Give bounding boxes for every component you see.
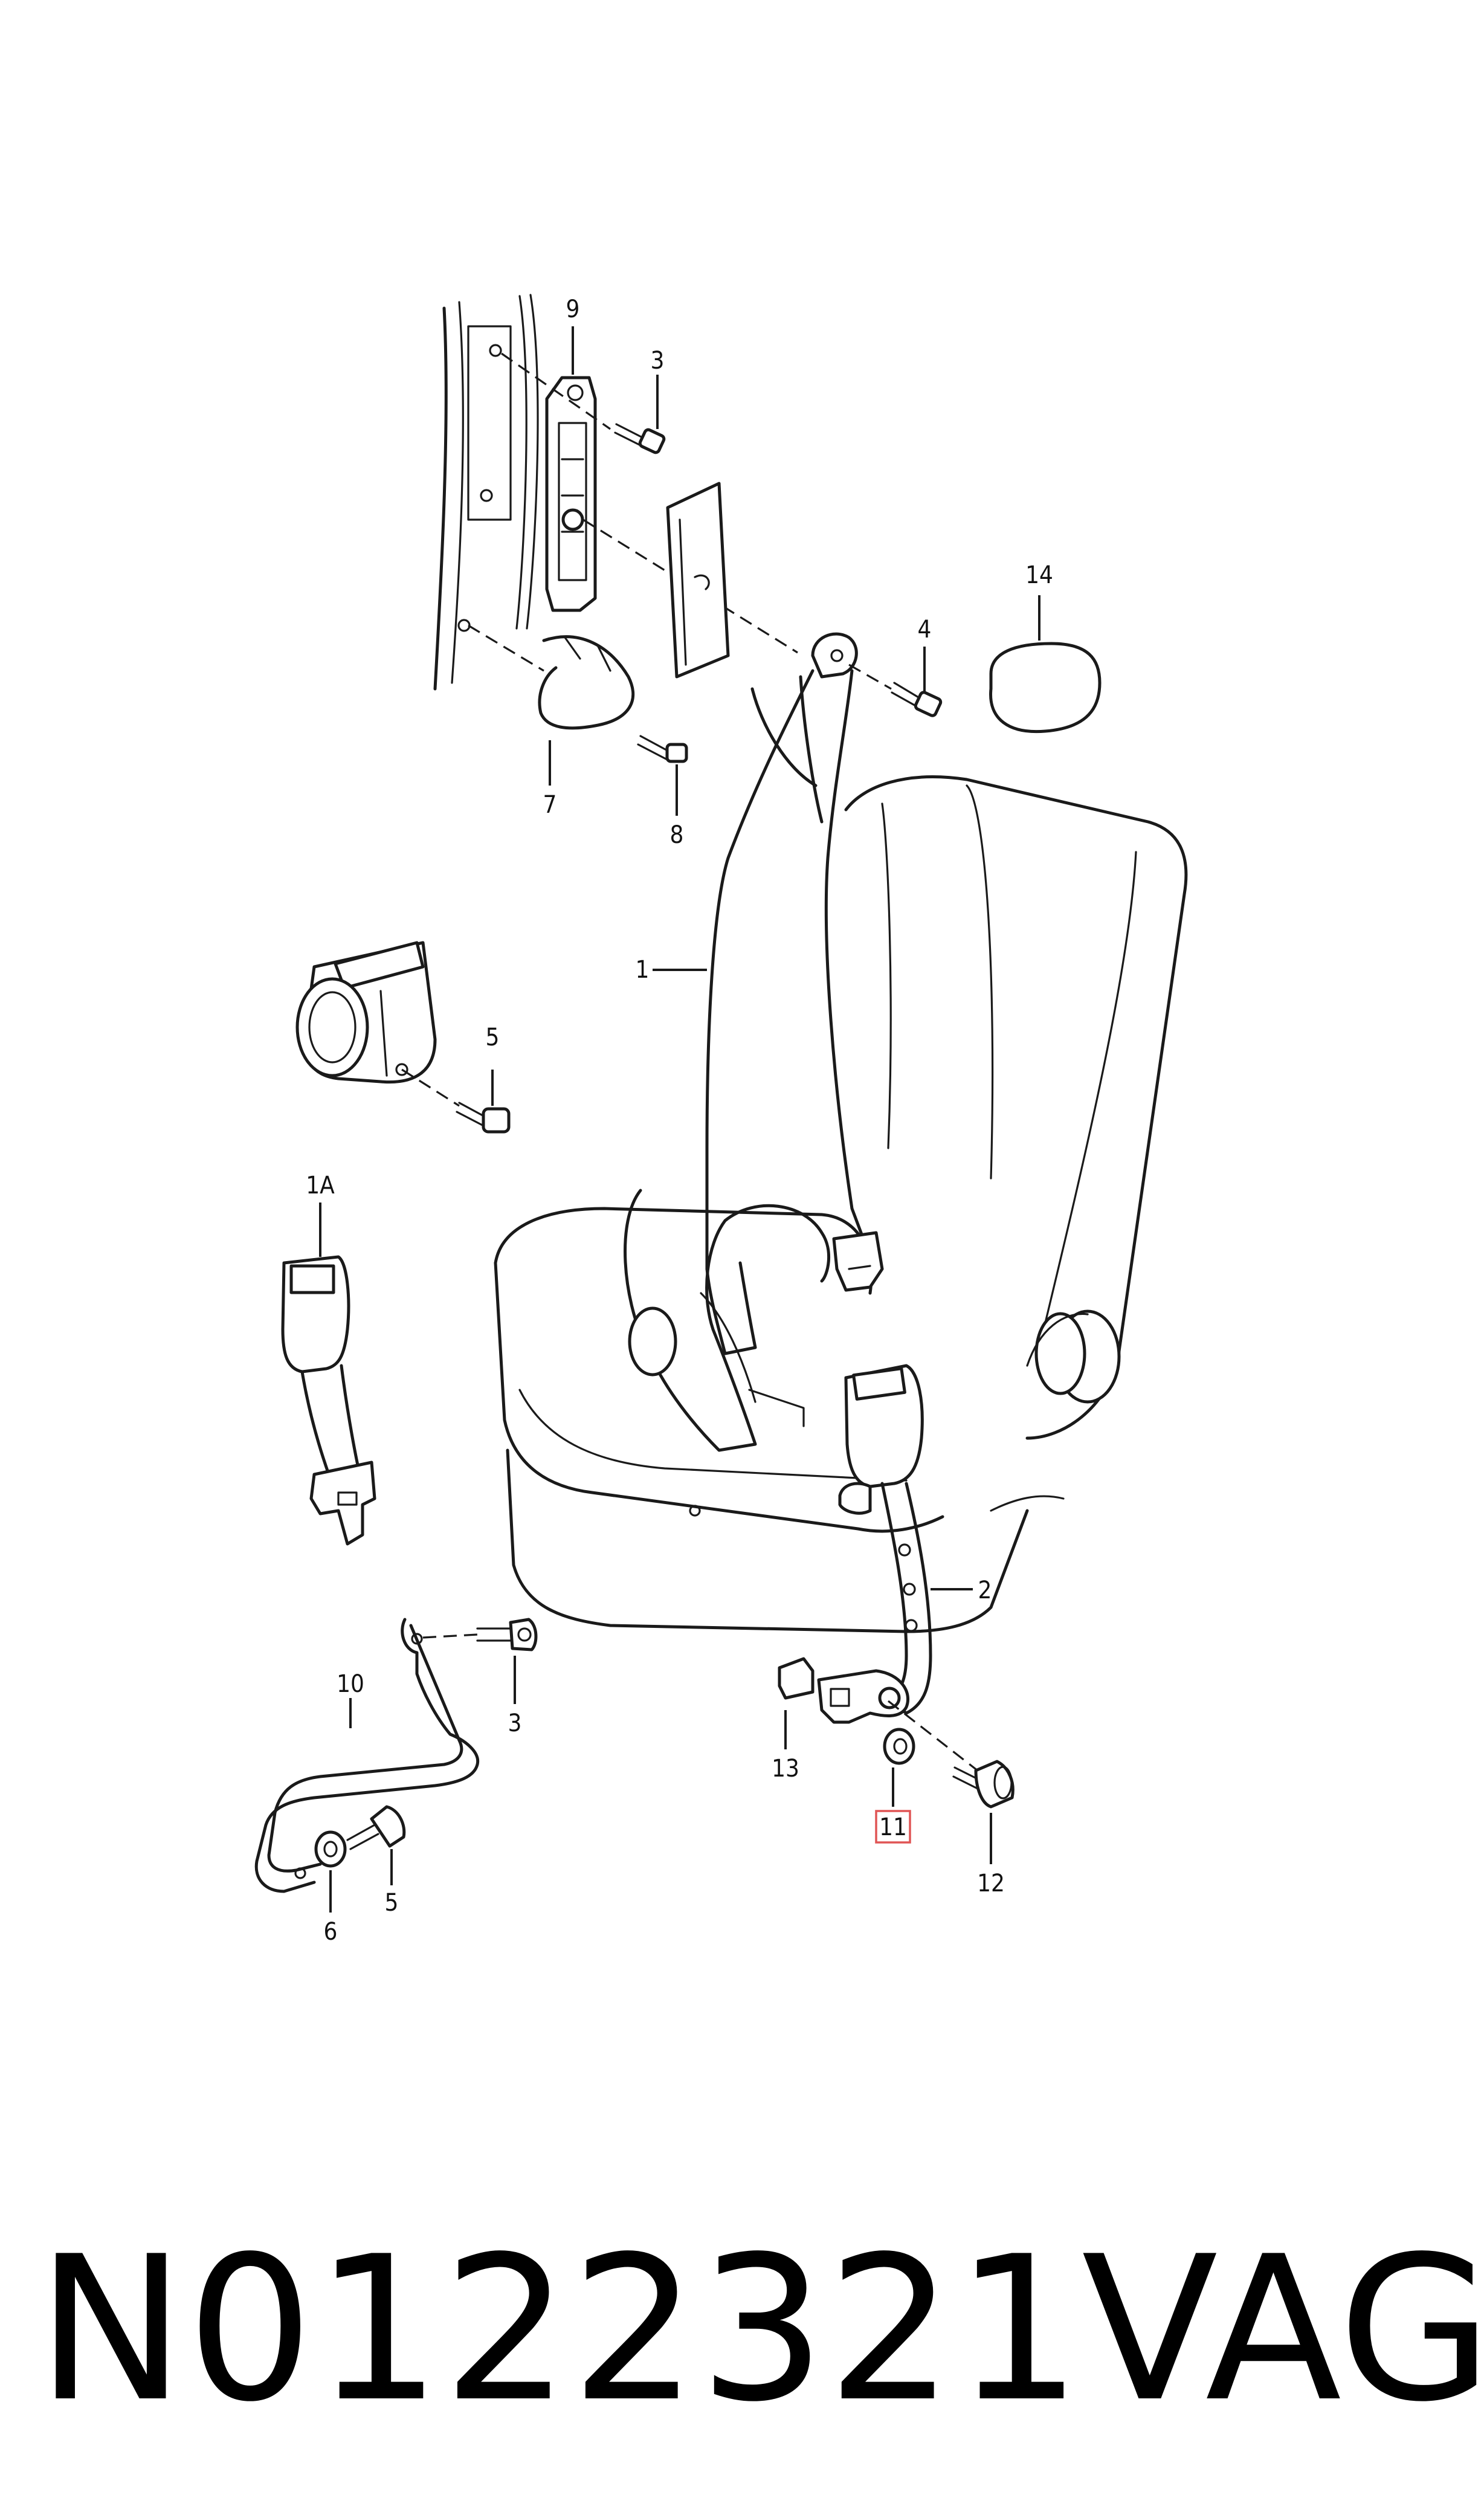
callout-9: 9 xyxy=(566,295,580,323)
washer-11 xyxy=(883,1728,915,1765)
leader-bracket xyxy=(468,624,544,672)
leader-retractor-bolt xyxy=(401,1068,460,1107)
bolt-top-3 xyxy=(614,423,666,454)
screw-4 xyxy=(848,663,943,717)
b-pillar-panel xyxy=(433,294,539,691)
clip-13 xyxy=(778,1657,815,1700)
callout-4: 4 xyxy=(918,616,932,644)
callout-14: 14 xyxy=(1025,561,1053,589)
seat xyxy=(494,775,1188,1633)
leader-bolt3 xyxy=(501,352,611,430)
callout-3-bar: 3 xyxy=(508,1709,522,1737)
callout-7: 7 xyxy=(543,791,557,819)
belt-latch-2 xyxy=(817,1364,932,1724)
callout-12: 12 xyxy=(977,1870,1005,1897)
callout-10: 10 xyxy=(337,1670,364,1698)
callout-2: 2 xyxy=(978,1577,992,1604)
screw-8 xyxy=(637,735,688,763)
diagram-code: N0122321 xyxy=(36,2213,1083,2445)
headrest xyxy=(989,642,1102,734)
leader-bar-bolt xyxy=(422,1633,478,1639)
callout-8: 8 xyxy=(670,821,684,849)
callout-11-highlight xyxy=(875,1810,911,1844)
bolt-12 xyxy=(952,1760,1015,1809)
washer-6 xyxy=(314,1830,347,1868)
callout-3-top: 3 xyxy=(651,347,665,375)
callout-5-retractor: 5 xyxy=(486,1024,500,1051)
retractor xyxy=(295,941,437,1084)
callout-1a: 1A xyxy=(306,1172,335,1199)
leader-lines xyxy=(319,326,1040,1913)
anchor-bar-10 xyxy=(254,1618,480,1893)
bolt-5-retractor xyxy=(456,1102,511,1134)
brand-label: VAG xyxy=(1082,2213,1484,2445)
callout-11: 11 xyxy=(879,1813,907,1841)
belt-1a xyxy=(281,1255,376,1546)
bolt-5-bar xyxy=(346,1805,406,1850)
bracket-7 xyxy=(538,635,635,730)
seat-belt-1 xyxy=(705,632,884,1355)
callout-13: 13 xyxy=(772,1755,799,1783)
cover-plate xyxy=(666,482,730,679)
bolt-3-bar xyxy=(476,1618,538,1651)
callout-5-bar: 5 xyxy=(385,1889,399,1917)
height-adjuster xyxy=(545,376,597,612)
callout-1: 1 xyxy=(636,956,650,984)
callout-6: 6 xyxy=(324,1918,338,1946)
